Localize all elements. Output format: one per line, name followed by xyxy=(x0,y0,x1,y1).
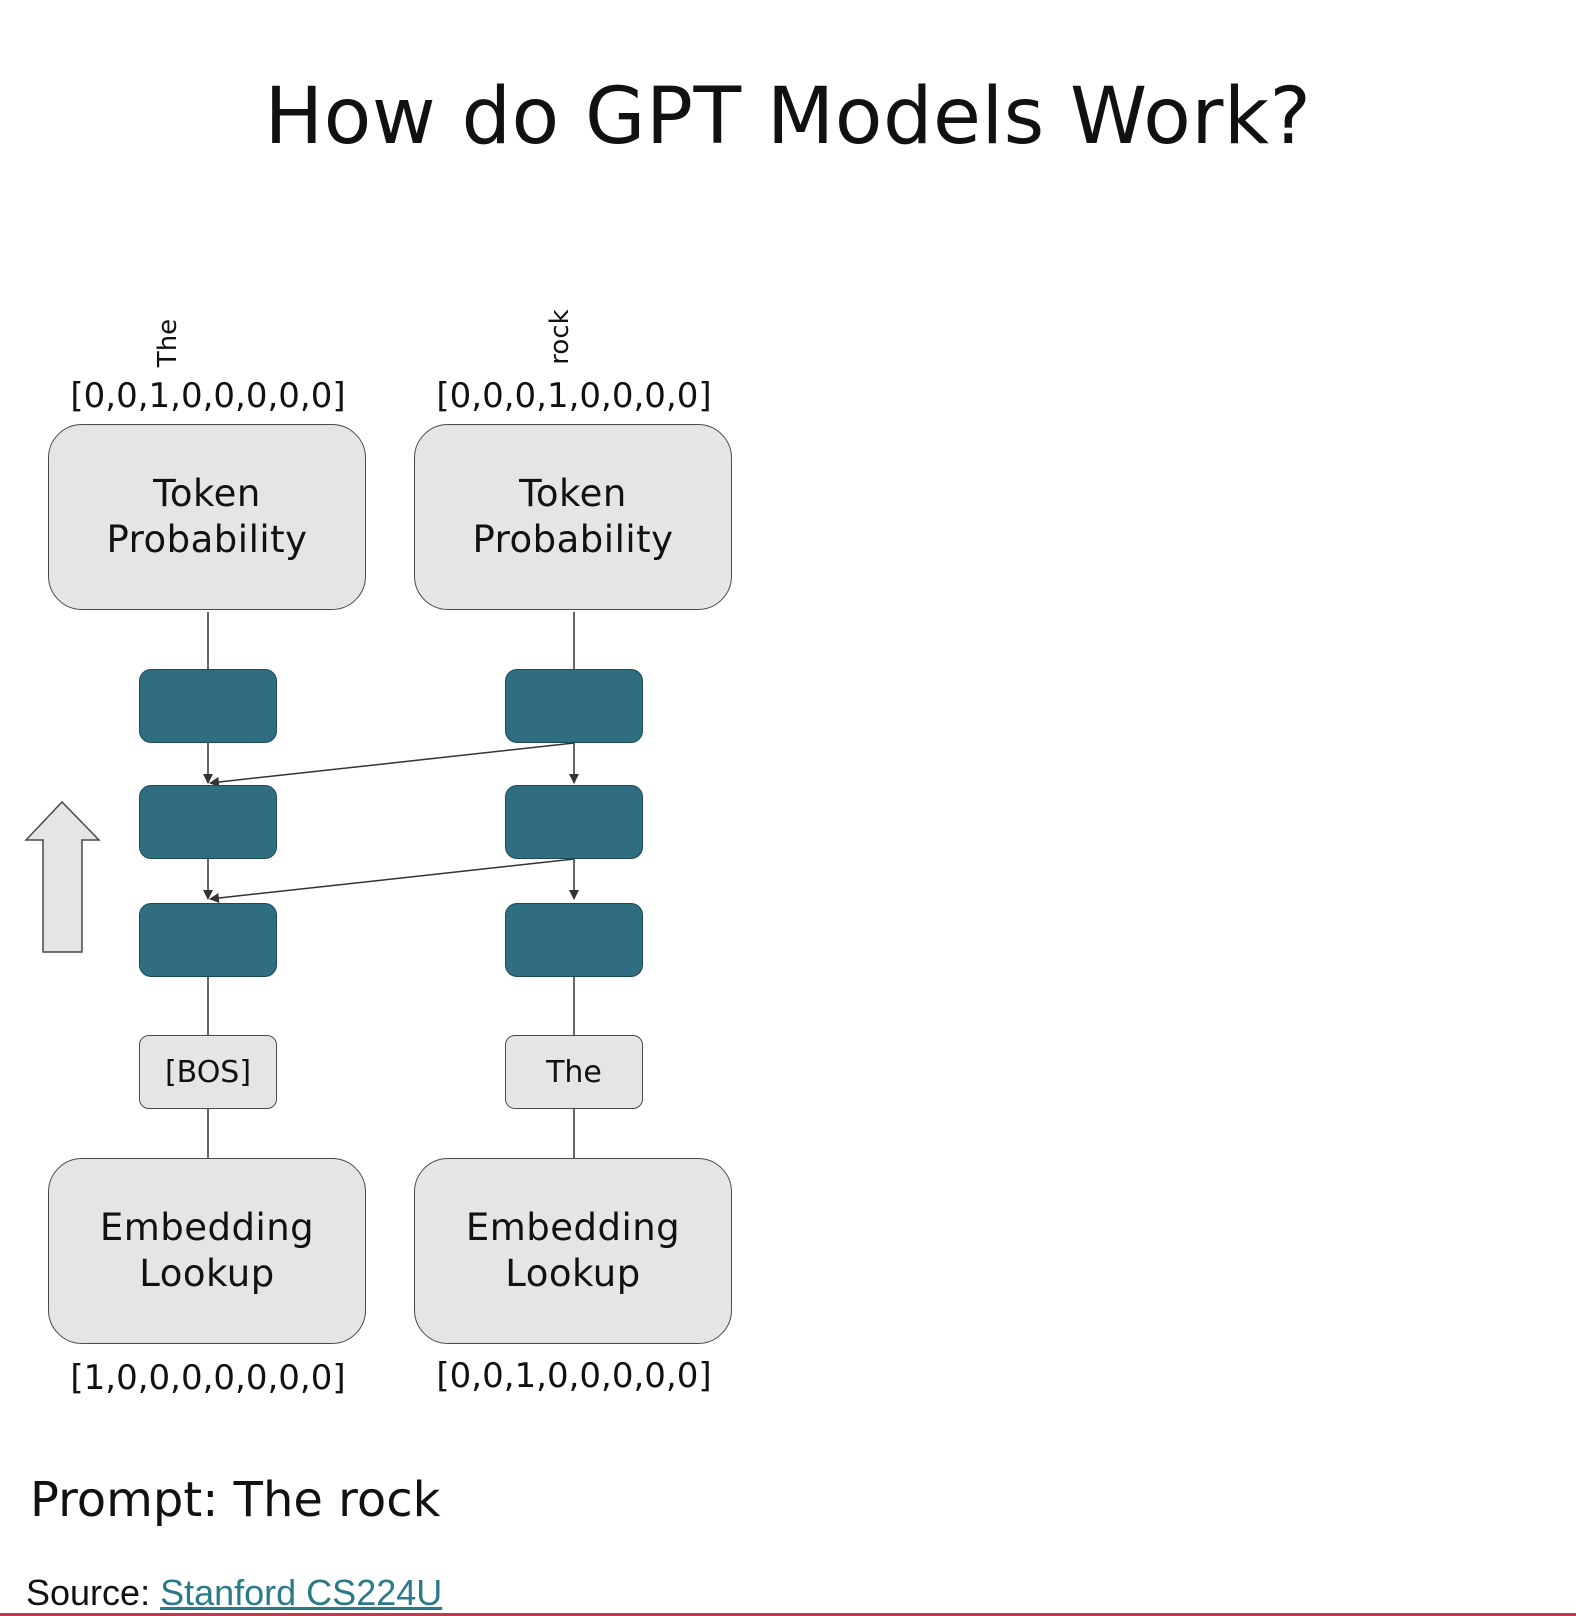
token-probability-box-1: Token Probability xyxy=(48,424,366,610)
output-vector-1: [0,0,1,0,0,0,0,0] xyxy=(70,376,346,416)
box-label-line: Lookup xyxy=(505,1252,641,1295)
input-token-2: The xyxy=(505,1035,643,1109)
input-vector-2: [0,0,1,0,0,0,0,0] xyxy=(436,1356,712,1396)
input-token-1: [BOS] xyxy=(139,1035,277,1109)
box-label-line: Embedding xyxy=(99,1206,315,1249)
gpt-diagram: The [0,0,1,0,0,0,0,0] Token Probability … xyxy=(0,0,760,1420)
diagram-connectors xyxy=(24,612,579,1158)
box-label-line: Lookup xyxy=(139,1252,275,1295)
transformer-layer-block xyxy=(139,669,277,743)
transformer-layer-block xyxy=(139,785,277,859)
transformer-layer-block xyxy=(505,785,643,859)
box-label-line: Embedding xyxy=(465,1206,681,1249)
embedding-lookup-box-2: Embedding Lookup xyxy=(414,1158,732,1344)
attention-arrow xyxy=(209,742,575,787)
box-label-line: Probability xyxy=(472,518,674,561)
flow-direction-arrow-icon xyxy=(24,800,101,953)
box-label-line: Probability xyxy=(106,518,308,561)
transformer-layer-block xyxy=(139,903,277,977)
input-vector-1: [1,0,0,0,0,0,0,0] xyxy=(70,1358,346,1398)
output-vector-2: [0,0,0,1,0,0,0,0] xyxy=(436,376,712,416)
prompt-text: Prompt: The rock xyxy=(30,1472,441,1528)
source-label: Source: xyxy=(26,1572,151,1613)
source-link[interactable]: Stanford CS224U xyxy=(160,1572,443,1613)
output-token-2: rock xyxy=(545,309,575,365)
box-label-line: Token xyxy=(153,472,261,515)
embedding-lookup-box-1: Embedding Lookup xyxy=(48,1158,366,1344)
slide-title: How do GPT Models Work? xyxy=(264,72,1312,162)
attention-arrow xyxy=(209,858,575,903)
output-token-1: The xyxy=(153,318,183,368)
box-label-line: Token xyxy=(519,472,627,515)
token-probability-box-2: Token Probability xyxy=(414,424,732,610)
source-line: Source: Stanford CS224U xyxy=(26,1572,442,1614)
bottom-rule xyxy=(0,1613,1576,1616)
transformer-layer-block xyxy=(505,669,643,743)
transformer-layer-block xyxy=(505,903,643,977)
